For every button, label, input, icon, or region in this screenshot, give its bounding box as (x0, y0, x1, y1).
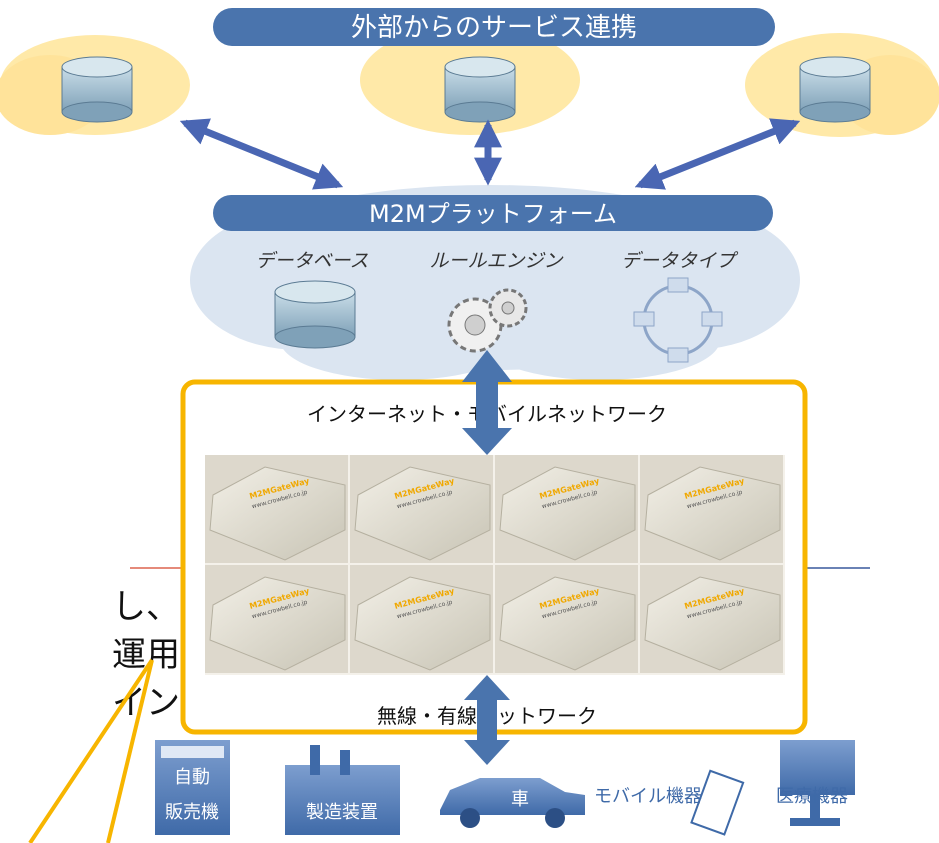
datatype-label: データタイプ (621, 250, 739, 272)
service-arrows (179, 118, 801, 190)
rule-engine-label: ルールエンジン (429, 250, 563, 272)
factory-label: 製造装置 (306, 802, 378, 823)
callout-lines (28, 658, 154, 843)
medical-device-icon (780, 740, 855, 826)
external-database-icon (61, 56, 871, 123)
vending-label-bottom: 販売機 (165, 802, 219, 823)
mobile-device-icon (690, 769, 745, 836)
service-integration-header: 外部からのサービス連携 (213, 8, 775, 46)
car-icon: 車 (440, 778, 585, 828)
header-title: 外部からのサービス連携 (351, 13, 637, 43)
database-label: データベース (255, 250, 368, 272)
network-arrow-lower (464, 675, 510, 765)
datatype-icon (633, 277, 723, 363)
platform-header: M2Mプラットフォーム (213, 195, 773, 231)
medical-device-label: 医療機器 (776, 786, 848, 807)
gear-icon (447, 288, 528, 353)
network-arrow-upper (462, 350, 512, 455)
factory-icon: 製造装置 (285, 745, 400, 835)
car-label: 車 (511, 789, 529, 810)
side-text-1: し、 (112, 587, 180, 627)
platform-title: M2Mプラットフォーム (369, 200, 617, 228)
mobile-device-label: モバイル機器 (594, 786, 702, 807)
vending-label-top: 自動 (174, 767, 210, 788)
database-icon (274, 280, 356, 349)
vending-machine-icon: 自動 販売機 (155, 740, 230, 835)
